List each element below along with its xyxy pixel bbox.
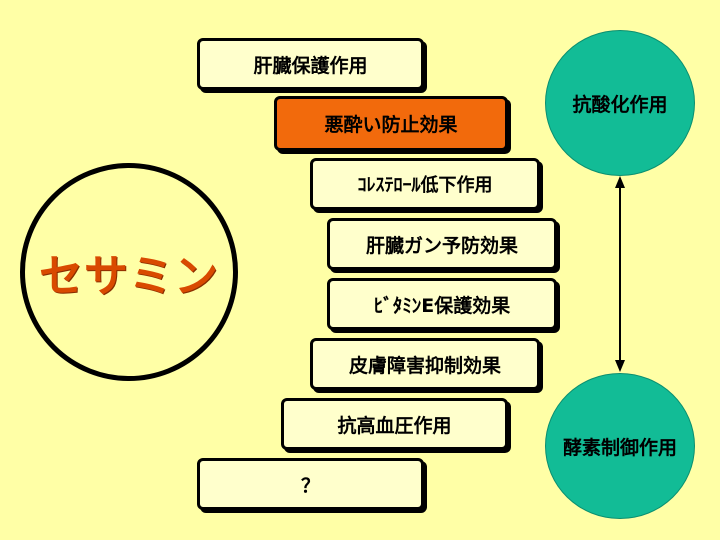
enzyme-regulation-label: 酵素制御作用 (562, 436, 677, 459)
effect-box-liver-protection: 肝臓保護作用 (197, 38, 424, 90)
effect-label: ？ (300, 474, 320, 497)
effect-label: 肝臓保護作用 (253, 54, 368, 77)
effect-box-skin-disorder-suppression: 皮膚障害抑制効果 (310, 338, 540, 390)
effect-label: ｺﾚｽﾃﾛｰﾙ低下作用 (357, 175, 493, 196)
antioxidant-circle: 抗酸化作用 (545, 30, 695, 176)
effect-box-antihypertensive: 抗高血圧作用 (281, 398, 508, 450)
effect-box-unknown: ？ (197, 458, 424, 510)
enzyme-regulation-circle: 酵素制御作用 (545, 373, 695, 519)
effect-box-liver-cancer-prevention: 肝臓ガン予防効果 (327, 218, 557, 270)
effect-label: 肝臓ガン予防効果 (365, 234, 518, 257)
effect-box-cholesterol-lowering: ｺﾚｽﾃﾛｰﾙ低下作用 (310, 158, 540, 210)
effect-label: 皮膚障害抑制効果 (348, 354, 501, 377)
effect-box-hangover-prevention: 悪酔い防止効果 (274, 96, 508, 151)
sesamin-label: セサミン (39, 251, 219, 302)
effect-label: ﾋﾞﾀﾐﾝE保護効果 (373, 294, 511, 317)
effect-box-vitamin-e-protection: ﾋﾞﾀﾐﾝE保護効果 (327, 278, 557, 330)
arrow-head-down (615, 360, 625, 372)
arrow-head-up (615, 176, 625, 188)
effect-label: 抗高血圧作用 (337, 414, 452, 437)
effect-label: 悪酔い防止効果 (324, 114, 458, 136)
antioxidant-label: 抗酸化作用 (572, 93, 668, 116)
sesamin-circle: セサミン (20, 163, 238, 381)
